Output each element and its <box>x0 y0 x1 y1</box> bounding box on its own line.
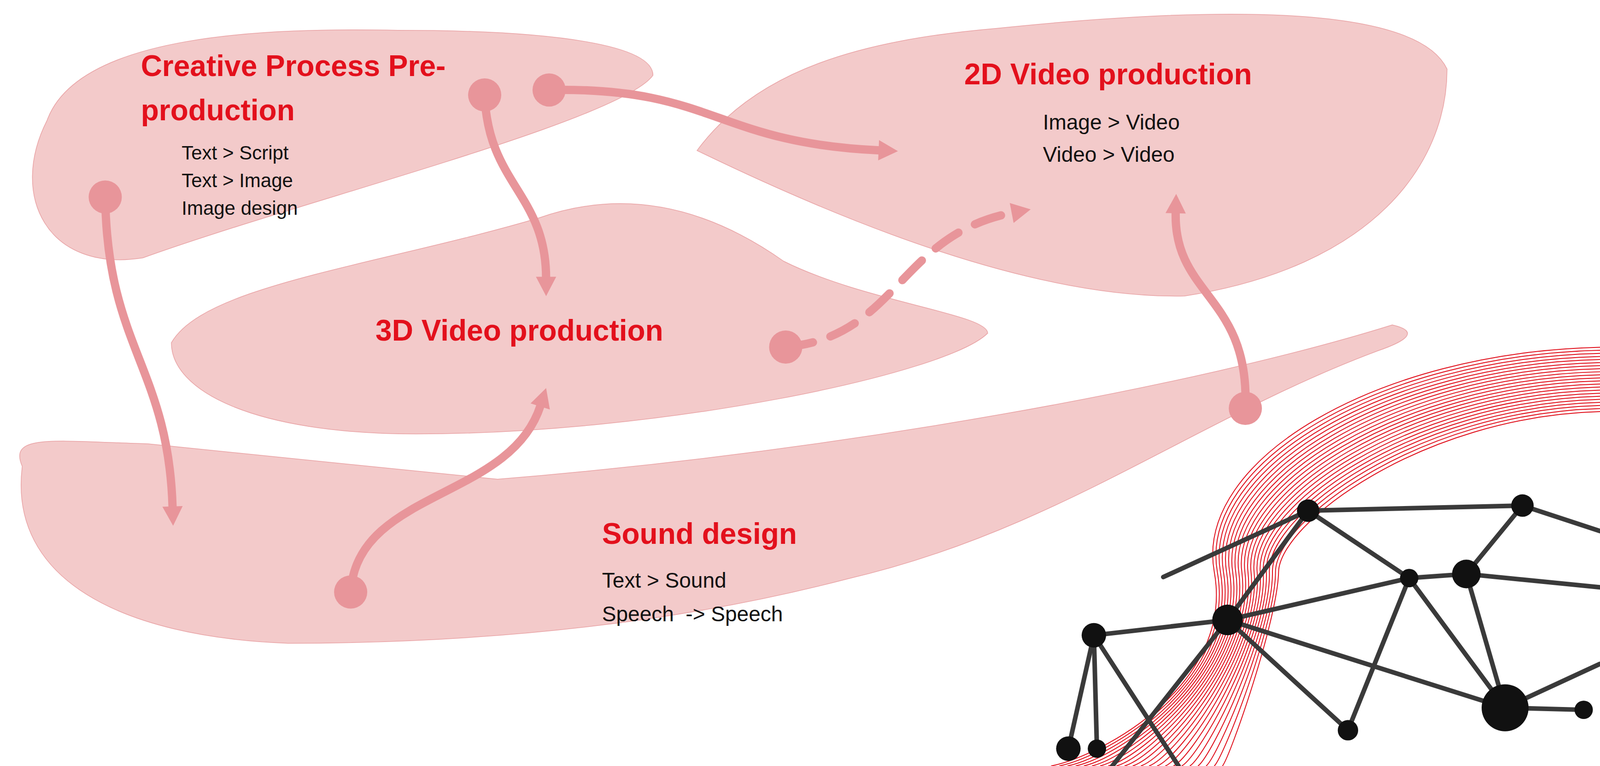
arrow-line <box>105 196 173 507</box>
region-blob: 2D Video productionImage > VideoVideo > … <box>697 5 1448 296</box>
wave-line <box>1197 402 1600 766</box>
start-dot <box>532 73 566 107</box>
region-blob: Sound designText > SoundSpeech -> Speech <box>8 321 1407 644</box>
arrow-line <box>549 89 880 151</box>
task-item: Text > Script <box>181 139 289 167</box>
arrow-head <box>162 505 183 526</box>
start-dot <box>1228 391 1262 425</box>
arrow-head <box>1165 193 1186 214</box>
task-item: Text > Image <box>181 167 294 195</box>
arrow-line <box>350 405 541 592</box>
region-heading: Sound design <box>602 511 798 556</box>
wave-line <box>1222 411 1600 766</box>
start-dot <box>468 78 502 112</box>
wave-line <box>1214 408 1600 766</box>
task-item: Image > Video <box>1043 107 1180 137</box>
region-heading: 2D Video production <box>964 52 1253 97</box>
arrow-head <box>878 140 898 161</box>
arrow-line <box>484 94 546 278</box>
network-lines <box>1068 505 1600 766</box>
arrow-line <box>1175 212 1246 409</box>
task-item: Video > Video <box>1043 139 1175 170</box>
task-item: Image design <box>181 194 298 223</box>
wave-line <box>1148 383 1600 766</box>
wave-line <box>1189 398 1600 766</box>
region-blob: 3D Video production <box>171 193 988 434</box>
region-heading: Creative Process Pre-production <box>140 43 447 133</box>
start-dot <box>768 330 803 364</box>
region-heading: 3D Video production <box>375 308 664 353</box>
arrow-line <box>785 212 1013 347</box>
flow-arrow <box>88 180 183 526</box>
arrow-head <box>1009 203 1031 223</box>
wave-line <box>1157 386 1600 766</box>
flow-arrow <box>468 78 557 297</box>
flow-arrow <box>532 73 898 161</box>
task-item: Text > Sound <box>602 565 727 595</box>
flow-arrow <box>768 203 1031 364</box>
task-item: Speech -> Speech <box>602 598 784 629</box>
start-dot <box>88 180 122 214</box>
network-dots <box>1055 494 1593 761</box>
wave-line <box>1181 396 1600 766</box>
arrow-head <box>535 276 557 297</box>
wave-line <box>1165 390 1600 766</box>
wave-line <box>1140 380 1600 766</box>
blob-shape <box>8 321 1407 644</box>
flow-arrow <box>334 387 550 609</box>
start-dot <box>334 574 368 609</box>
flow-arrow <box>1165 193 1262 425</box>
arrow-head <box>530 387 551 410</box>
wave-line <box>1132 377 1600 766</box>
wave-line <box>1173 392 1600 766</box>
wave-line <box>1206 405 1600 766</box>
